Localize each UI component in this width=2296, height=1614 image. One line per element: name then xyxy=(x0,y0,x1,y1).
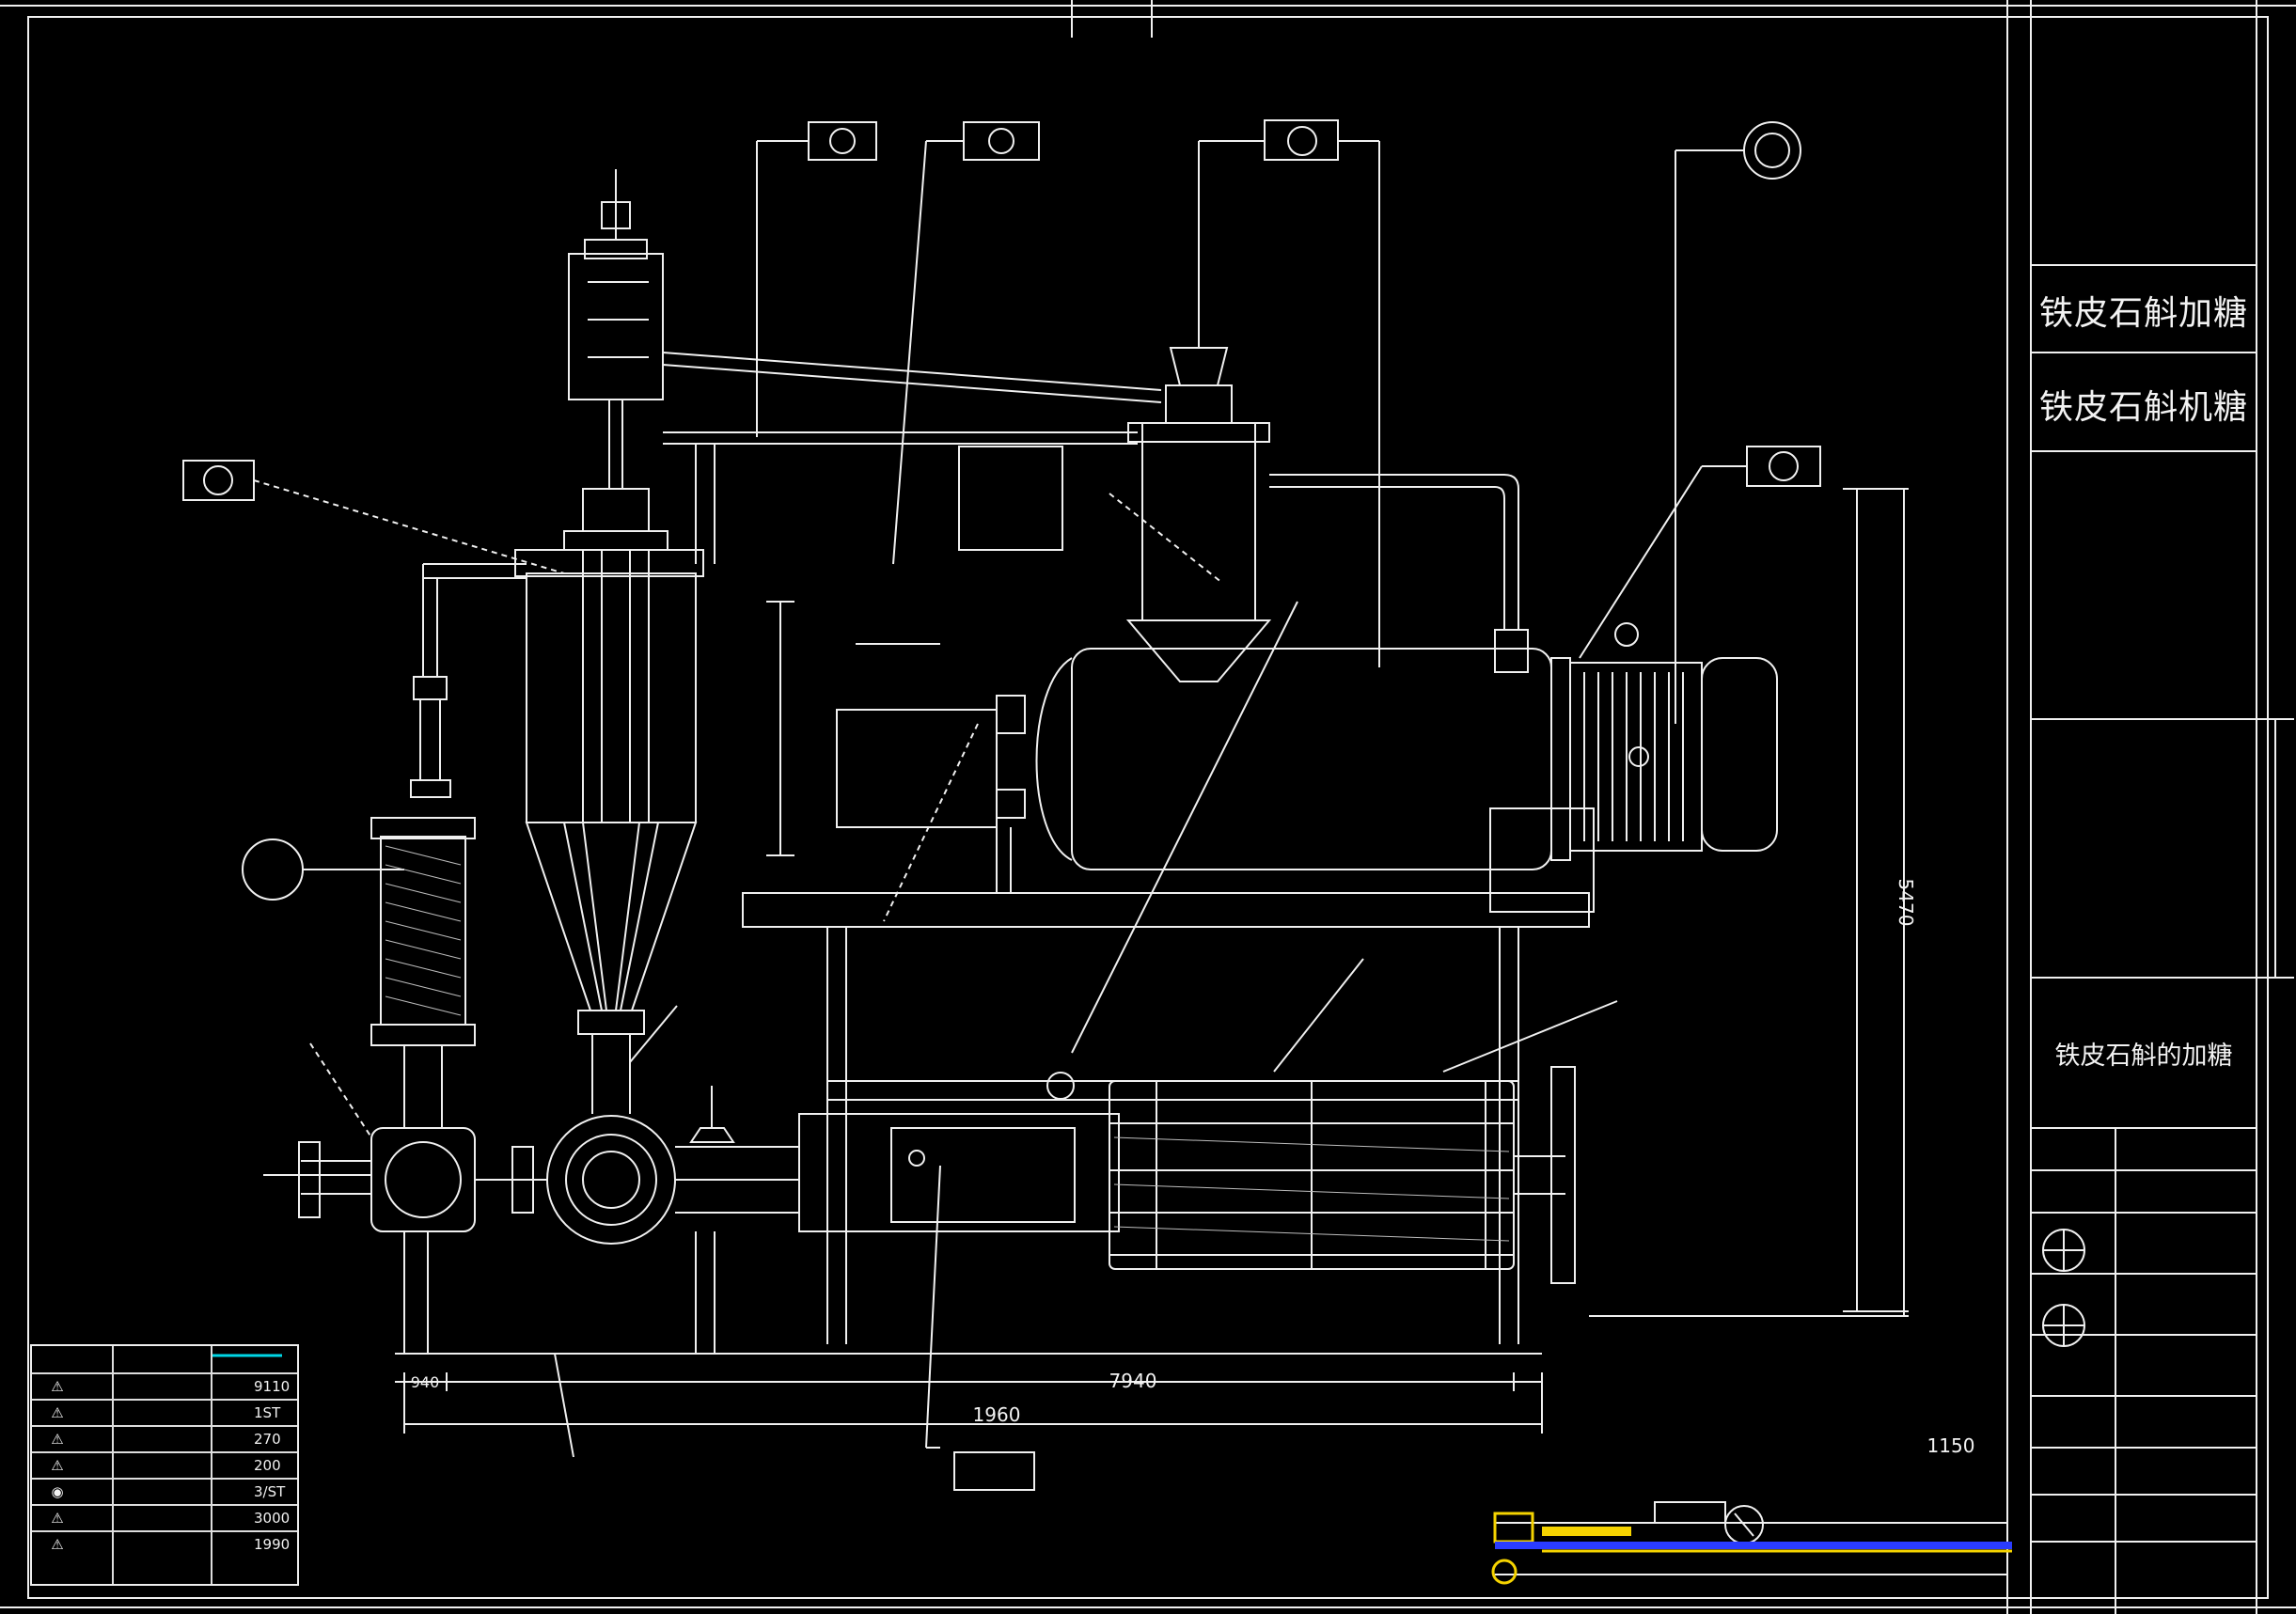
cyclone-cone xyxy=(525,822,698,1011)
warning-icon: ⚠ xyxy=(51,1510,64,1527)
hopper-top xyxy=(1169,347,1229,386)
valve-body xyxy=(370,1127,476,1232)
callout-circle-7 xyxy=(242,838,304,901)
dim-overall-width: 1960 xyxy=(973,1403,1021,1426)
warning-icon: ⚠ xyxy=(51,1378,64,1395)
warning-icon: ⚠ xyxy=(51,1457,64,1474)
target-icon: ◉ xyxy=(51,1483,64,1500)
sheet-frame xyxy=(27,16,2269,1599)
warning-icon: ⚠ xyxy=(51,1431,64,1448)
legend-row: ⚠ 1990 xyxy=(32,1530,297,1559)
legend-row: ◉ 3/ST xyxy=(32,1478,297,1506)
legend-table: ⚠ 9110 ⚠ 1ST ⚠ 270 ⚠ 200 ◉ 3/ST ⚠ 3000 ⚠… xyxy=(30,1344,299,1586)
dim-left-offset: 940 xyxy=(411,1373,440,1391)
warning-icon: ⚠ xyxy=(51,1404,64,1421)
filter-cylinder xyxy=(526,572,697,823)
tank-inlet xyxy=(836,709,998,828)
dim-inner-width: 7940 xyxy=(1109,1370,1157,1392)
dim-vertical-main: 5470 xyxy=(1895,879,1917,927)
middle-cone xyxy=(1125,619,1272,682)
legend-row: ⚠ 3000 xyxy=(32,1504,297,1532)
bottom-strip-label: 1150 xyxy=(1927,1434,1975,1457)
title-block-name-3: 铁皮石斛的加糖 xyxy=(2054,1041,2233,1071)
legend-row: ⚠ 200 xyxy=(32,1451,297,1480)
top-actuator xyxy=(568,253,664,400)
legend-header xyxy=(32,1346,297,1584)
legend-row: ⚠ 9110 xyxy=(32,1372,297,1401)
tank-platform xyxy=(742,892,1590,928)
warning-icon: ⚠ xyxy=(51,1536,64,1553)
legend-row: ⚠ 270 xyxy=(32,1425,297,1453)
title-block-name-1: 铁皮石斛加糖 xyxy=(2038,294,2248,333)
press-chamber xyxy=(798,1113,1120,1232)
legend-row: ⚠ 1ST xyxy=(32,1399,297,1427)
callout-circle-4 xyxy=(1743,121,1801,180)
horizontal-tank xyxy=(1071,648,1552,870)
title-block-name-2: 铁皮石斛机糖 xyxy=(2038,388,2248,427)
bottom-strip-accents xyxy=(212,1354,2012,1585)
